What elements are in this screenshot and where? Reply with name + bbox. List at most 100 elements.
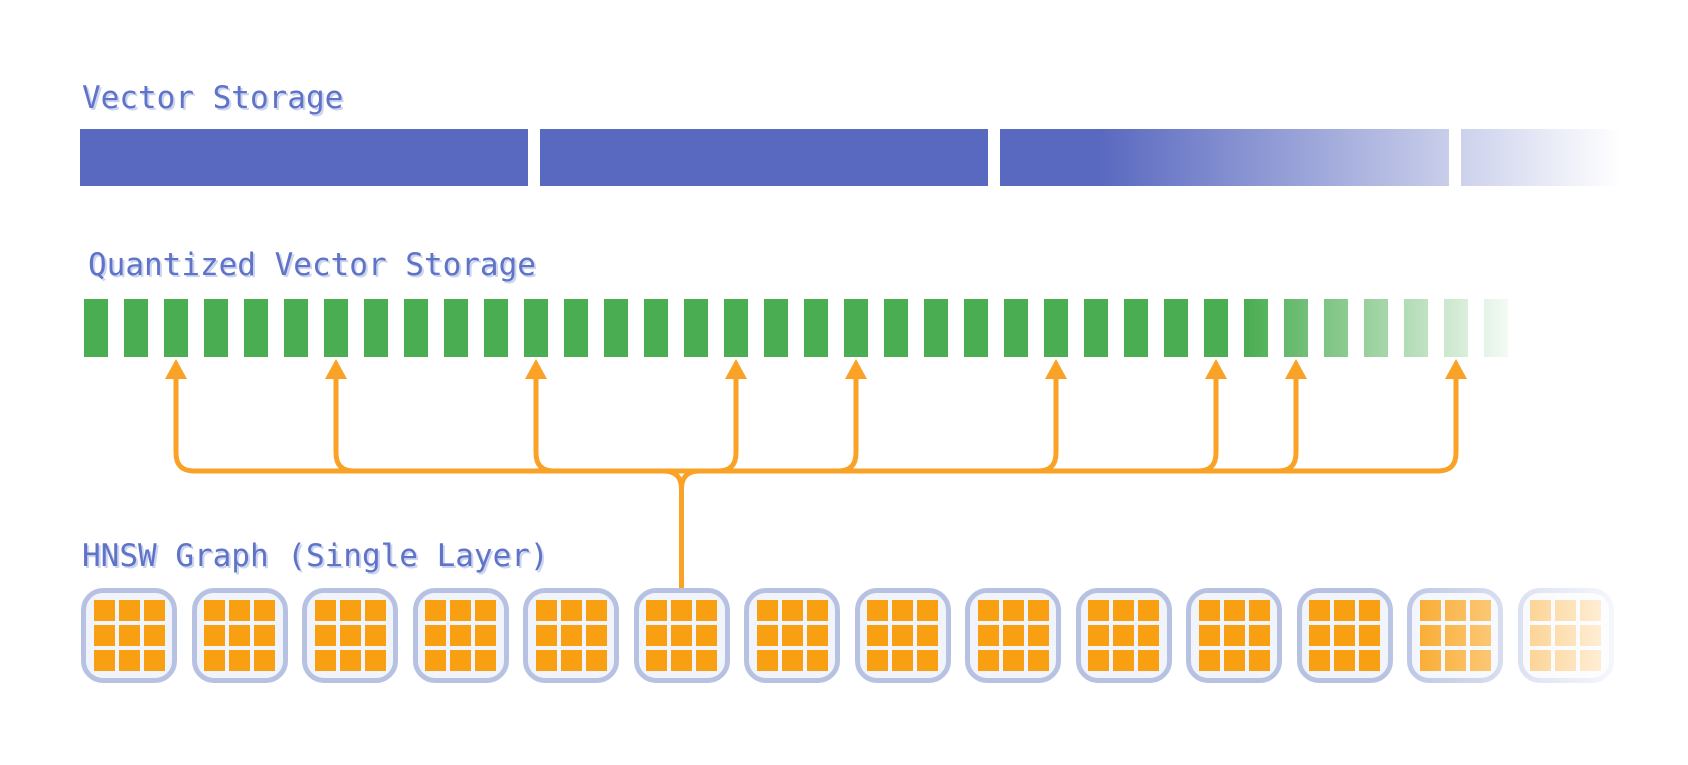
arrowhead-icon <box>165 359 187 379</box>
grid-cell <box>560 600 582 621</box>
vector-grid-icon <box>204 600 275 671</box>
quantized-vector-bar <box>364 299 388 357</box>
grid-cell <box>229 650 250 671</box>
grid-cell <box>892 625 913 646</box>
grid-cell <box>696 625 717 646</box>
grid-cell <box>646 650 667 671</box>
vector-grid-icon <box>1088 600 1159 671</box>
connector-branch <box>837 377 859 474</box>
grid-cell <box>1580 625 1601 646</box>
vector-storage-segment <box>540 129 988 186</box>
grid-cell <box>204 650 225 671</box>
grid-cell <box>917 650 938 671</box>
quantized-vector-bar <box>884 299 908 357</box>
quantized-vector-bar <box>284 299 308 357</box>
grid-cell <box>646 625 667 646</box>
grid-cell <box>364 600 386 621</box>
grid-cell <box>560 650 582 671</box>
quantized-vector-bar <box>524 299 548 357</box>
connector-branch <box>1197 377 1219 474</box>
grid-cell <box>1309 600 1330 621</box>
grid-cell <box>364 625 386 646</box>
connector-branch <box>1277 377 1299 474</box>
grid-cell <box>254 600 275 621</box>
quantized-vector-bar <box>644 299 668 357</box>
grid-cell <box>1248 650 1270 671</box>
hnsw-node <box>412 588 509 683</box>
grid-cell <box>671 600 692 621</box>
grid-cell <box>1555 625 1576 646</box>
vector-grid-icon <box>756 600 828 671</box>
quantized-vector-bar <box>124 299 148 357</box>
grid-cell <box>1530 600 1551 621</box>
hnsw-node <box>1296 588 1393 683</box>
grid-cell <box>1088 600 1109 621</box>
grid-cell <box>425 625 446 646</box>
vector-grid-icon <box>977 600 1049 671</box>
vector-grid-icon <box>1530 600 1601 671</box>
quantized-vector-bar <box>684 299 708 357</box>
grid-cell <box>1198 625 1220 646</box>
vector-grid-icon <box>1309 600 1380 671</box>
grid-cell <box>143 600 165 621</box>
connector-spine <box>663 468 700 588</box>
vector-grid-icon <box>535 600 607 671</box>
quantized-vector-bar <box>804 299 828 357</box>
quantized-vector-storage-label: Quantized Vector Storage <box>88 247 536 283</box>
connector-branch <box>333 377 355 474</box>
quantized-vector-bar <box>204 299 228 357</box>
grid-cell <box>977 625 999 646</box>
grid-cell <box>229 625 250 646</box>
quantized-vector-bar <box>84 299 108 357</box>
connector-branch <box>717 377 739 474</box>
grid-cell <box>867 650 888 671</box>
hnsw-node <box>854 588 951 683</box>
grid-cell <box>560 625 582 646</box>
grid-cell <box>143 625 165 646</box>
hnsw-graph-label: HNSW Graph (Single Layer) <box>82 538 549 574</box>
grid-cell <box>364 650 386 671</box>
arrowhead-icon <box>725 359 747 379</box>
grid-cell <box>339 625 361 646</box>
grid-cell <box>806 650 828 671</box>
grid-cell <box>585 625 607 646</box>
arrowhead-icon <box>1045 359 1067 379</box>
grid-cell <box>93 600 115 621</box>
hnsw-node <box>744 588 840 683</box>
vector-grid-icon <box>93 600 165 671</box>
grid-cell <box>314 600 336 621</box>
grid-cell <box>1223 600 1245 621</box>
grid-cell <box>1027 625 1049 646</box>
quantized-vector-bar <box>1164 299 1188 357</box>
grid-cell <box>339 650 361 671</box>
connector-branch <box>533 377 555 474</box>
grid-cell <box>314 650 336 671</box>
grid-cell <box>1138 600 1159 621</box>
quantized-vector-bar <box>164 299 188 357</box>
vector-grid-icon <box>1419 600 1491 671</box>
grid-cell <box>781 600 803 621</box>
grid-cell <box>1138 625 1159 646</box>
grid-cell <box>314 625 336 646</box>
grid-cell <box>892 600 913 621</box>
quantized-vector-bar <box>1244 299 1268 357</box>
quantized-vector-bar <box>404 299 428 357</box>
connector-branch <box>1037 377 1059 474</box>
arrowhead-icon <box>325 359 347 379</box>
grid-cell <box>917 600 938 621</box>
grid-cell <box>756 625 778 646</box>
quantized-vector-bar <box>564 299 588 357</box>
grid-cell <box>1419 650 1441 671</box>
grid-cell <box>1248 600 1270 621</box>
arrowhead-icon <box>1445 359 1467 379</box>
grid-cell <box>1027 600 1049 621</box>
quantized-vector-bar <box>604 299 628 357</box>
grid-cell <box>450 650 471 671</box>
vector-grid-icon <box>646 600 717 671</box>
grid-cell <box>475 625 496 646</box>
grid-cell <box>1580 600 1601 621</box>
connector-trunk <box>173 377 1459 474</box>
quantized-vector-bar <box>844 299 868 357</box>
grid-cell <box>1359 600 1380 621</box>
grid-cell <box>977 650 999 671</box>
